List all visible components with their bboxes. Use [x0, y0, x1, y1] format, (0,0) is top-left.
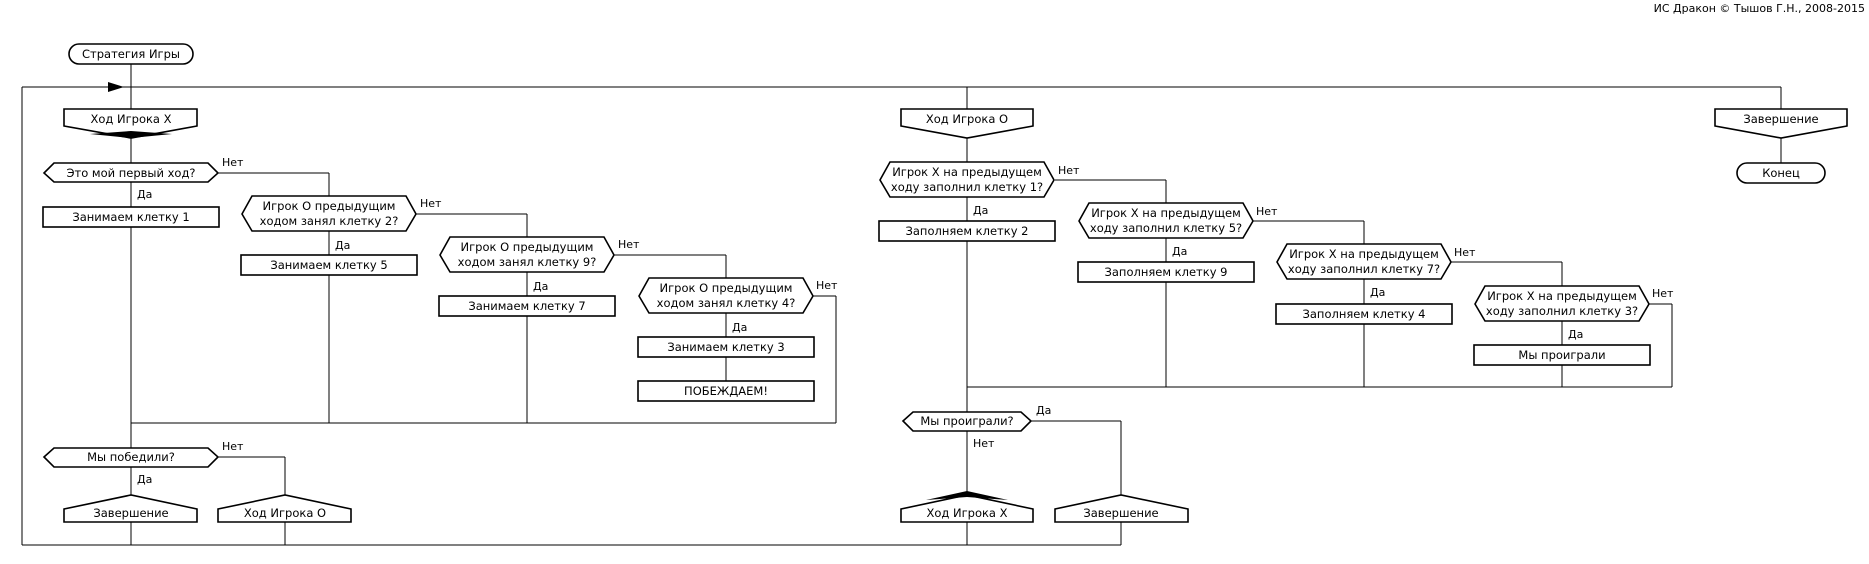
label-no: Нет [816, 279, 838, 292]
label-yes: Да [137, 188, 152, 201]
svg-text:ходом занял клетку 9?: ходом занял клетку 9? [458, 255, 597, 269]
action-lost: Мы проиграли [1473, 344, 1651, 366]
label-no: Нет [1058, 164, 1080, 177]
question-x-cell-3: Игрок Х на предыдущем ходу заполнил клет… [1474, 285, 1650, 322]
address-finish-o: Завершение [1054, 494, 1189, 523]
svg-text:ходу заполнил клетку 7?: ходу заполнил клетку 7? [1288, 262, 1440, 276]
address-to-x: Ход Игрока Х [900, 491, 1034, 523]
svg-text:Ход Игрока О: Ход Игрока О [244, 506, 326, 520]
question-lost: Мы проиграли? [901, 411, 1033, 432]
label-yes: Да [1568, 328, 1583, 341]
svg-text:ПОБЕЖДАЕМ!: ПОБЕЖДАЕМ! [684, 384, 768, 398]
svg-text:Ход Игрока Х: Ход Игрока Х [926, 506, 1007, 520]
svg-text:Это мой первый ход?: Это мой первый ход? [66, 166, 195, 180]
label-yes: Да [1370, 286, 1385, 299]
svg-text:Игрок О предыдущим: Игрок О предыдущим [660, 281, 793, 295]
action-cell-3: Занимаем клетку 3 [637, 336, 815, 358]
action-cell-7: Занимаем клетку 7 [438, 295, 616, 317]
label-yes: Да [1172, 245, 1187, 258]
branch-end-header: Завершение [1714, 108, 1848, 139]
question-cell-4: Игрок О предыдущим ходом занял клетку 4? [638, 277, 814, 314]
svg-text:Мы победили?: Мы победили? [87, 450, 175, 464]
svg-text:ходом занял клетку 4?: ходом занял клетку 4? [657, 296, 796, 310]
svg-text:Мы проиграли: Мы проиграли [1518, 348, 1605, 362]
label-yes: Да [973, 204, 988, 217]
label-yes: Да [1036, 404, 1051, 417]
title-text: Стратегия Игры [82, 47, 180, 61]
question-x-cell-1: Игрок Х на предыдущем ходу заполнил клет… [879, 161, 1055, 198]
svg-text:Заполняем клетку 4: Заполняем клетку 4 [1303, 307, 1426, 321]
question-cell-9: Игрок О предыдущим ходом занял клетку 9? [439, 236, 615, 273]
svg-text:Заполняем клетку 9: Заполняем клетку 9 [1105, 265, 1228, 279]
end-terminator: Конец [1736, 162, 1826, 184]
svg-text:Игрок Х на предыдущем: Игрок Х на предыдущем [1289, 247, 1439, 261]
loop-arrow-icon [108, 82, 124, 92]
svg-text:Завершение: Завершение [93, 506, 168, 520]
label-no: Нет [1454, 246, 1476, 259]
label-yes: Да [335, 239, 350, 252]
question-cell-2: Игрок О предыдущим ходом занял клетку 2? [241, 195, 417, 232]
action-fill-cell-9: Заполняем клетку 9 [1077, 261, 1255, 283]
svg-text:Занимаем клетку 7: Занимаем клетку 7 [468, 299, 585, 313]
branch-o-header: Ход Игрока О [900, 108, 1034, 139]
label-yes: Да [137, 473, 152, 486]
svg-text:Игрок Х на предыдущем: Игрок Х на предыдущем [892, 165, 1042, 179]
label-yes: Да [732, 321, 747, 334]
label-yes: Да [533, 280, 548, 293]
label-no: Нет [1256, 205, 1278, 218]
address-to-o: Ход Игрока О [217, 494, 352, 523]
label-no: Нет [420, 197, 442, 210]
question-first-move: Это мой первый ход? [42, 162, 220, 183]
credit-text: ИС Дракон © Тышов Г.Н., 2008-2015 [1653, 2, 1865, 15]
svg-text:Конец: Конец [1762, 166, 1800, 180]
svg-text:Завершение: Завершение [1743, 112, 1818, 126]
svg-text:Заполняем клетку 2: Заполняем клетку 2 [906, 224, 1029, 238]
svg-text:Игрок О предыдущим: Игрок О предыдущим [263, 199, 396, 213]
question-x-cell-5: Игрок Х на предыдущем ходу заполнил клет… [1078, 202, 1254, 239]
label-no: Нет [222, 156, 244, 169]
action-cell-5: Занимаем клетку 5 [240, 254, 418, 276]
svg-text:ходом занял клетку 2?: ходом занял клетку 2? [260, 214, 399, 228]
svg-text:Завершение: Завершение [1083, 506, 1158, 520]
question-won: Мы победили? [42, 447, 220, 468]
svg-text:Ход Игрока О: Ход Игрока О [926, 112, 1008, 126]
action-win: ПОБЕЖДАЕМ! [637, 380, 815, 402]
svg-text:Занимаем клетку 5: Занимаем клетку 5 [270, 258, 387, 272]
question-x-cell-7: Игрок Х на предыдущем ходу заполнил клет… [1276, 243, 1452, 280]
svg-text:Ход Игрока Х: Ход Игрока Х [90, 112, 171, 126]
svg-text:ходу заполнил клетку 3?: ходу заполнил клетку 3? [1486, 304, 1638, 318]
svg-text:ходу заполнил клетку 5?: ходу заполнил клетку 5? [1090, 221, 1242, 235]
label-no: Нет [1652, 287, 1674, 300]
label-no: Нет [222, 440, 244, 453]
action-cell-1: Занимаем клетку 1 [42, 206, 220, 228]
action-fill-cell-4: Заполняем клетку 4 [1275, 303, 1453, 325]
svg-text:ходу заполнил клетку 1?: ходу заполнил клетку 1? [891, 180, 1043, 194]
title-terminator: Стратегия Игры [68, 43, 194, 65]
svg-text:Игрок О предыдущим: Игрок О предыдущим [461, 240, 594, 254]
svg-text:Игрок Х на предыдущем: Игрок Х на предыдущем [1091, 206, 1241, 220]
branch-x-header: Ход Игрока Х [63, 108, 198, 139]
label-no: Нет [618, 238, 640, 251]
branch-labels: Да Нет Да Нет Да Нет Да Нет Да Нет Да Не… [137, 156, 1674, 486]
svg-text:Мы проиграли?: Мы проиграли? [920, 414, 1013, 428]
svg-text:Занимаем клетку 1: Занимаем клетку 1 [72, 210, 189, 224]
action-fill-cell-2: Заполняем клетку 2 [878, 220, 1056, 242]
svg-text:Занимаем клетку 3: Занимаем клетку 3 [667, 340, 784, 354]
svg-text:Игрок Х на предыдущем: Игрок Х на предыдущем [1487, 289, 1637, 303]
label-no: Нет [973, 437, 995, 450]
address-finish-x: Завершение [63, 494, 198, 523]
